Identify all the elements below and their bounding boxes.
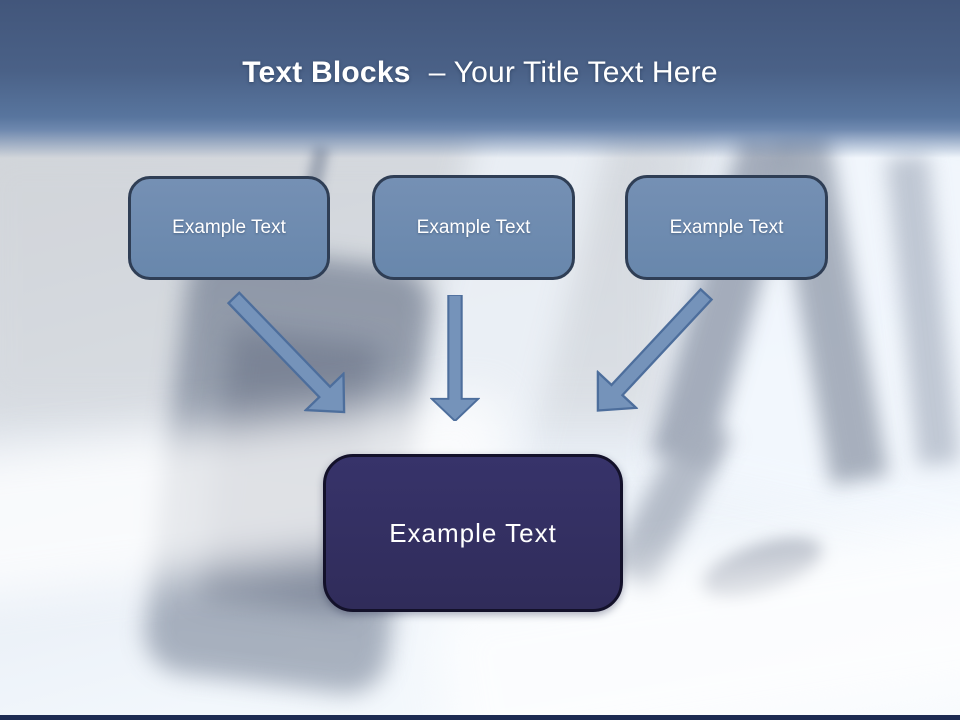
text-block-2-label: Example Text — [416, 216, 531, 238]
header-band — [0, 0, 960, 158]
arrow-down-right-icon — [226, 291, 346, 414]
footer-bar — [0, 715, 960, 720]
page-title-bold: Text Blocks — [242, 56, 411, 89]
text-block-1-label: Example Text — [172, 217, 286, 238]
arrow-down-left-icon — [596, 287, 714, 412]
arrow-down-icon — [430, 295, 480, 421]
text-block-3: Example Text — [625, 175, 828, 280]
page-title-rest: – Your Title Text Here — [428, 56, 718, 89]
text-block-1: Example Text — [128, 176, 330, 280]
result-block-label: Example Text — [389, 517, 557, 548]
text-block-3-label: Example Text — [669, 216, 784, 238]
result-block: Example Text — [323, 454, 623, 612]
page-title: Text Blocks – Your Title Text Here — [0, 56, 960, 90]
text-block-2: Example Text — [372, 175, 575, 280]
